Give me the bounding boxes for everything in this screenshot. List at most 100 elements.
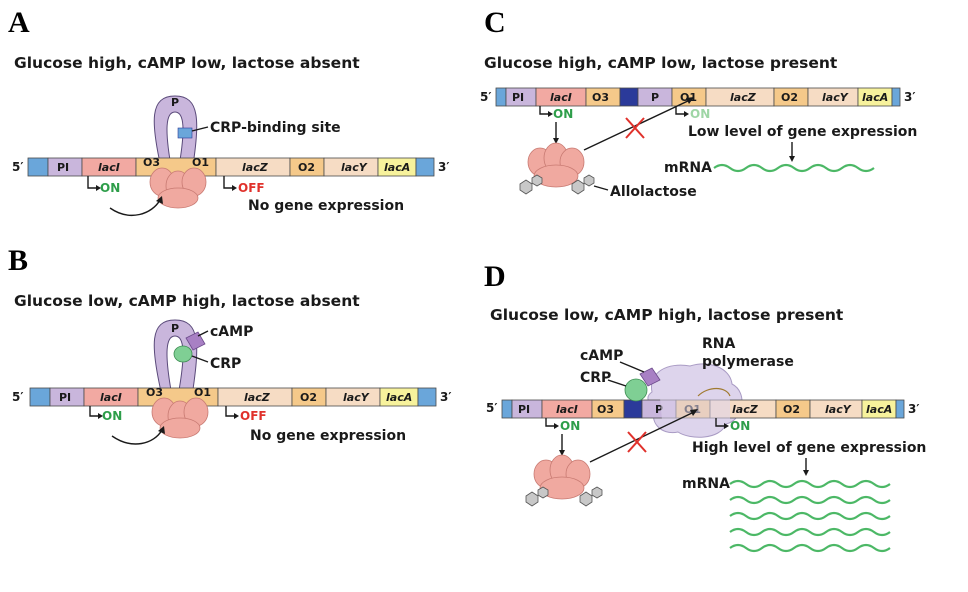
blocked-binding-arrowhead	[690, 409, 698, 416]
on-label: ON	[553, 107, 573, 121]
five-prime-end: 5′	[12, 160, 24, 174]
on-label: ON	[560, 419, 580, 433]
on-arrow	[89, 406, 98, 417]
laci-label: lacI	[100, 391, 122, 404]
on2-arrow	[715, 418, 724, 427]
loop-p-label: P	[171, 96, 179, 109]
lacy-label: lacY	[341, 161, 368, 174]
dna-end-left	[501, 399, 513, 419]
panel-c-title: Glucose high, cAMP low, lactose present	[484, 54, 838, 72]
o2-label: O2	[783, 403, 800, 416]
camp-callout	[197, 330, 209, 337]
crp-protein	[173, 345, 193, 363]
dna-end-right	[891, 87, 901, 107]
blocked-binding-arrowhead	[686, 97, 694, 104]
rna-polymerase-overlay	[660, 388, 730, 429]
panel-letter-d: D	[484, 260, 506, 293]
down-arrowhead	[553, 138, 559, 144]
o3-label: O3	[146, 386, 163, 399]
down-arrowhead	[559, 450, 565, 456]
mrna-arrowhead	[803, 470, 809, 476]
camp-label: cAMP	[210, 324, 253, 340]
dna-end-left	[29, 387, 51, 407]
crp-binding-site-label: CRP-binding site	[210, 120, 341, 136]
cross-mark	[625, 117, 645, 139]
crp-site-segment	[619, 87, 639, 107]
crp-binding-site	[177, 127, 193, 139]
lac-repressor	[149, 167, 207, 209]
on2-arrowhead	[724, 423, 729, 429]
lacy-label: lacY	[822, 91, 849, 104]
mrna-arrowhead	[789, 156, 795, 162]
mrna-strand	[729, 527, 891, 537]
no-expression-note: No gene expression	[248, 198, 404, 214]
lacz-label: lacZ	[732, 403, 759, 416]
on2-arrowhead	[684, 111, 689, 117]
repressor-production-arrow	[111, 429, 163, 445]
on-label: ON	[100, 181, 120, 195]
pi-label: PI	[518, 403, 530, 416]
crp-callout	[191, 355, 209, 363]
off-label: OFF	[240, 409, 267, 423]
pi-label: PI	[59, 391, 71, 404]
on2-arrow	[675, 106, 684, 115]
three-prime-end: 3′	[908, 402, 920, 416]
crp-protein	[624, 378, 648, 402]
allolactose-callout	[593, 185, 609, 191]
dna-end-right	[417, 387, 437, 407]
lac-repressor-inactive	[527, 142, 585, 188]
dna-end-left	[495, 87, 507, 107]
camp-label: cAMP	[580, 348, 623, 364]
lac-repressor	[151, 397, 209, 439]
cross-mark	[627, 431, 647, 453]
panel-b: B Glucose low, cAMP high, lactose absent…	[8, 244, 452, 445]
rnap-label-line2: polymerase	[702, 354, 794, 370]
o3-label: O3	[597, 403, 614, 416]
on-arrow	[545, 418, 554, 427]
o1-label: O1	[192, 156, 209, 169]
o1-label: O1	[680, 91, 697, 104]
pi-label: PI	[512, 91, 524, 104]
laca-label: lacA	[384, 161, 410, 174]
lacy-label: lacY	[343, 391, 370, 404]
off-arrow	[225, 406, 234, 417]
crp-label: CRP	[580, 370, 611, 386]
on2-label: ON	[690, 107, 710, 121]
no-expression-note: No gene expression	[250, 428, 406, 444]
mrna-strand	[713, 163, 875, 173]
repressor-arrowhead	[156, 196, 163, 204]
lacz-label: lacZ	[242, 161, 269, 174]
laca-label: lacA	[862, 91, 888, 104]
o1-label: O1	[194, 386, 211, 399]
on-label: ON	[102, 409, 122, 423]
dna-end-left	[27, 157, 49, 177]
pi-label: PI	[57, 161, 69, 174]
panel-d-title: Glucose low, cAMP high, lactose present	[490, 306, 844, 324]
three-prime-end: 3′	[438, 160, 450, 174]
laca-label: lacA	[866, 403, 892, 416]
panel-letter-c: C	[484, 6, 506, 39]
off-arrow	[223, 176, 232, 189]
on-arrowhead	[98, 413, 103, 419]
panel-letter-a: A	[8, 6, 30, 39]
panel-b-title: Glucose low, cAMP high, lactose absent	[14, 292, 360, 310]
mrna-label: mRNA	[682, 476, 730, 492]
lacz-label: lacZ	[730, 91, 757, 104]
repressor-arrowhead	[158, 426, 165, 434]
off-arrowhead	[232, 185, 237, 191]
crp-label: CRP	[210, 356, 241, 372]
on-arrowhead	[554, 423, 559, 429]
crp-site-segment	[623, 399, 643, 419]
on-arrowhead	[548, 111, 553, 117]
dna-end-right	[895, 399, 905, 419]
off-label: OFF	[238, 181, 265, 195]
allolactose-molecules	[525, 486, 603, 507]
lacz-label: lacZ	[244, 391, 271, 404]
repressor-production-arrow	[109, 199, 161, 217]
three-prime-end: 3′	[904, 90, 916, 104]
camp-molecule	[185, 331, 206, 351]
p-label: P	[651, 91, 659, 104]
laci-label: lacI	[550, 91, 572, 104]
on-arrow	[539, 106, 548, 115]
